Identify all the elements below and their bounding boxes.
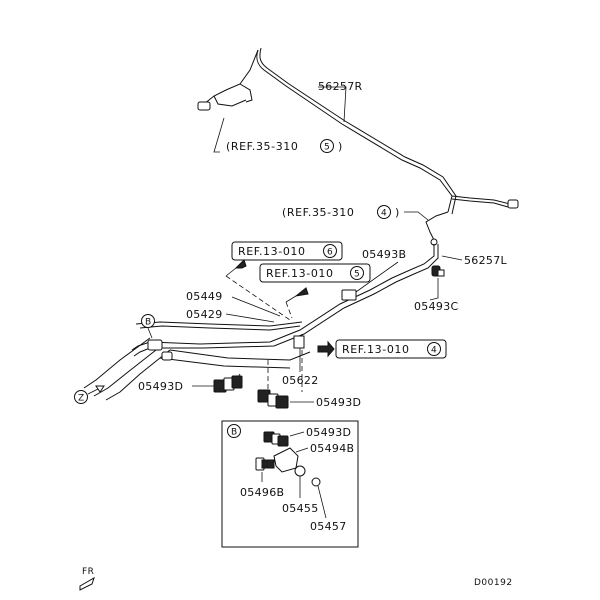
detail-label-05493D: 05493D	[306, 426, 351, 439]
svg-text:REF.13-010: REF.13-010	[342, 343, 410, 356]
ref-35-310-4[interactable]: (REF.35-310 4 )	[282, 205, 429, 221]
clip-05493C	[429, 265, 445, 301]
svg-text:(REF.35-310: (REF.35-310	[282, 206, 355, 219]
label-05429: 05429	[186, 308, 223, 321]
leader-56257R	[318, 86, 347, 123]
svg-text:(REF.35-310: (REF.35-310	[226, 140, 299, 153]
detail-label-05496B: 05496B	[240, 486, 284, 499]
brake-line-56257L	[131, 244, 439, 357]
label-56257L: 56257L	[464, 254, 507, 267]
ref-13-010-4[interactable]: REF.13-010 4	[317, 339, 447, 359]
clip-05493D-right	[257, 389, 289, 409]
drawing-number: D00192	[474, 578, 513, 588]
detail-part-05457	[311, 477, 327, 519]
detail-part-05455	[294, 465, 306, 498]
clip-05493B	[341, 261, 399, 301]
detail-label-05457: 05457	[310, 520, 347, 533]
svg-text:B: B	[231, 428, 237, 438]
svg-text:B: B	[145, 318, 151, 328]
leader-56257L	[441, 255, 463, 261]
view-z-marker[interactable]: Z	[74, 385, 105, 404]
detail-part-05496B	[255, 457, 275, 482]
svg-text:): )	[395, 206, 400, 219]
svg-text:4: 4	[431, 346, 437, 356]
leader-05429	[225, 313, 275, 323]
label-05493D-left: 05493D	[138, 380, 183, 393]
svg-text:): )	[338, 140, 343, 153]
label-05493C: 05493C	[414, 300, 458, 313]
front-arrow: FR	[79, 567, 95, 591]
ref-35-310-5[interactable]: (REF.35-310 5 )	[213, 117, 343, 153]
svg-text:5: 5	[354, 270, 360, 280]
detail-part-05493D	[263, 431, 305, 447]
ref-13-010-6[interactable]: REF.13-010 6	[225, 241, 343, 277]
svg-text:6: 6	[327, 248, 333, 258]
label-05622: 05622	[282, 374, 319, 387]
leader-05449	[231, 296, 281, 317]
label-05493D-right: 05493D	[316, 396, 361, 409]
svg-text:REF.13-010: REF.13-010	[266, 267, 334, 280]
label-05449: 05449	[186, 290, 223, 303]
ref-13-010-5[interactable]: REF.13-010 5	[259, 263, 371, 303]
clip-05493D-left	[213, 375, 243, 393]
brake-line-56257R	[197, 47, 519, 246]
detail-label-05494B: 05494B	[310, 442, 354, 455]
detail-box-b: B 05493D 05494B 05496B 05455	[221, 420, 359, 548]
label-05493B: 05493B	[362, 248, 406, 261]
label-56257R: 56257R	[318, 80, 362, 93]
clamp-b	[147, 339, 173, 361]
joint-05622	[293, 335, 305, 372]
svg-text:Z: Z	[78, 394, 84, 404]
detail-label-05455: 05455	[282, 502, 319, 515]
svg-text:FR: FR	[82, 567, 94, 577]
callout-b[interactable]: B	[141, 314, 155, 339]
svg-text:5: 5	[324, 143, 330, 153]
detail-part-05494B	[273, 447, 309, 473]
svg-text:REF.13-010: REF.13-010	[238, 245, 306, 258]
svg-text:4: 4	[381, 209, 387, 219]
frame-rail	[83, 337, 311, 401]
